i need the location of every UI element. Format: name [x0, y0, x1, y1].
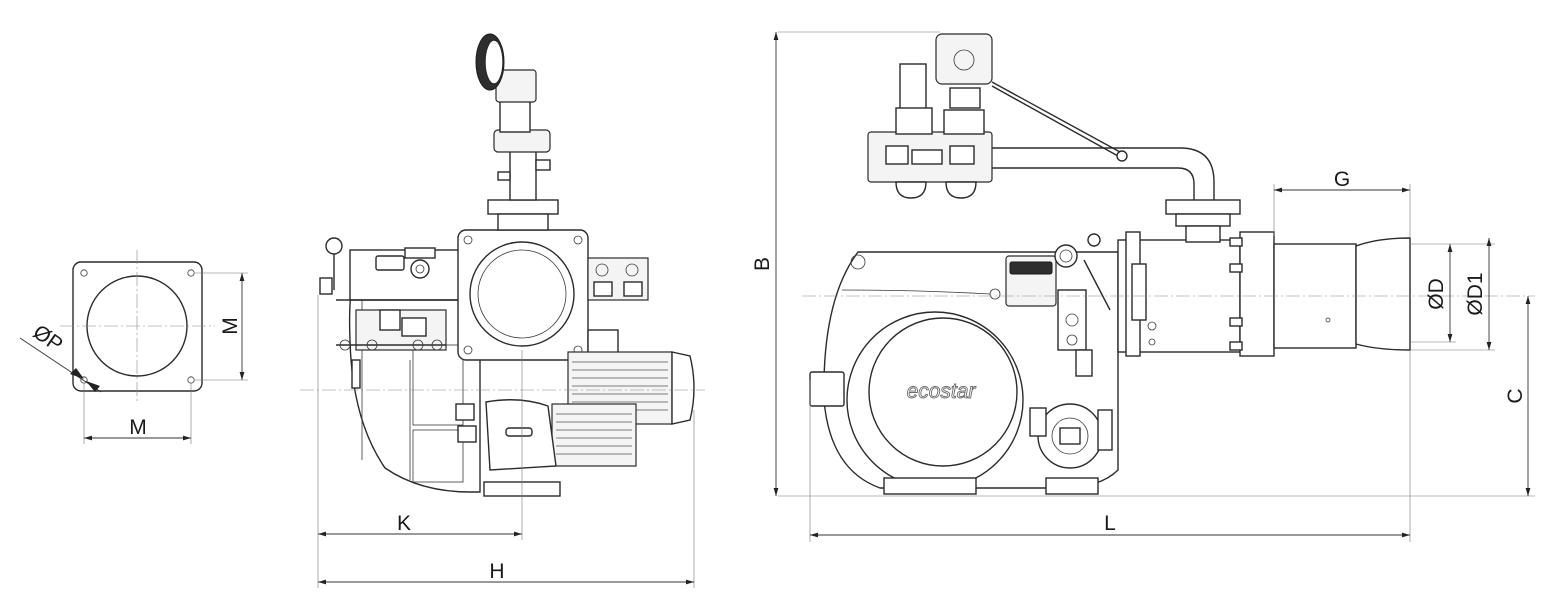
pressure-gauge-icon [1054, 244, 1078, 268]
mounting-flange [1239, 231, 1275, 357]
valve-block-icon [455, 403, 475, 421]
valve-actuator-right [935, 33, 993, 85]
bolt-hole-icon [463, 235, 473, 245]
motor-fan-cover [671, 351, 695, 425]
blast-tube-nozzle [1355, 237, 1411, 351]
burner-head-flange [457, 229, 589, 361]
housing-cover [868, 317, 1018, 467]
dim-label-b: B [751, 257, 774, 271]
dim-leader-p [19, 337, 102, 393]
front-view: K H [300, 33, 705, 588]
base-right [1045, 477, 1099, 495]
brand-logo: ecostar [907, 380, 977, 403]
bolt-hole-icon [463, 345, 473, 355]
dim-label-d: ØD [1425, 278, 1448, 310]
dim-label-c: C [1504, 388, 1527, 403]
base-left [883, 477, 977, 495]
burner-head-bore [469, 241, 575, 347]
elbow-flange [1165, 199, 1241, 215]
dim-label-d1: ØD1 [1464, 272, 1487, 315]
dim-label-g: G [1334, 168, 1350, 191]
side-view: ecostar [751, 31, 1535, 542]
air-inlet-grip [809, 371, 845, 407]
dim-label-m-horizontal: M [129, 416, 147, 439]
valve-actuator-left [899, 63, 927, 115]
lifting-eye-icon [850, 254, 866, 270]
pressure-switch-icon [410, 259, 430, 279]
dim-label-k: K [397, 512, 411, 535]
bolt-hole-icon [187, 269, 195, 277]
pump-motor [551, 403, 637, 467]
flange-view: M M ØP [19, 250, 248, 444]
bolt-hole-icon [573, 235, 583, 245]
flange-plate [72, 261, 203, 392]
dim-label-l: L [1104, 512, 1116, 535]
gas-inlet-pipe [509, 149, 537, 201]
pipe-flange-top [487, 199, 559, 215]
bolt-hole-icon [187, 376, 195, 384]
dim-label-m-vertical: M [219, 317, 242, 335]
bolt-hole-icon [80, 376, 88, 384]
bolt-hole-icon [80, 269, 88, 277]
dim-label-h: H [489, 560, 504, 583]
gas-valve-train [355, 309, 447, 351]
manometer-icon [325, 237, 343, 255]
